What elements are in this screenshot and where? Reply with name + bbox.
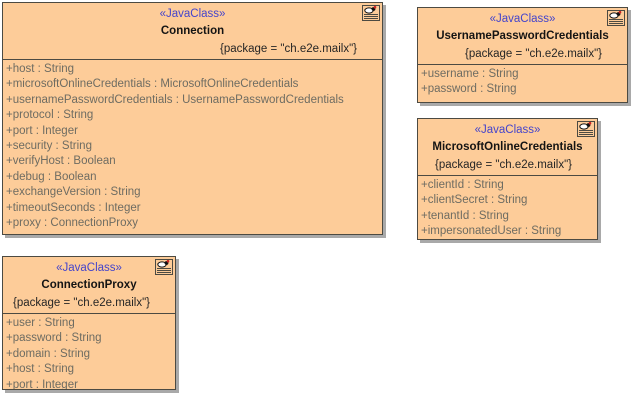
package-annotation: {package = "ch.e2e.mailx"} — [435, 159, 572, 171]
attribute-item[interactable]: +username : String — [421, 68, 519, 80]
attribute-item[interactable]: +clientId : String — [421, 179, 504, 191]
class-box-microsoft-online-credentials[interactable]: «JavaClass» MicrosoftOnlineCredentials {… — [417, 118, 598, 240]
attributes-compartment: +username : String +password : String — [418, 65, 627, 98]
attribute-item[interactable]: +user : String — [6, 317, 75, 329]
attributes-compartment: +user : String +password : String +domai… — [3, 314, 175, 390]
class-header: «JavaClass» MicrosoftOnlineCredentials {… — [418, 119, 597, 176]
attribute-item[interactable]: +port : Integer — [6, 378, 78, 390]
attribute-item[interactable]: +timeoutSeconds : Integer — [6, 201, 141, 214]
attribute-item[interactable]: +exchangeVersion : String — [6, 186, 141, 199]
attribute-item[interactable]: +tenantId : String — [421, 209, 509, 222]
package-annotation: {package = "ch.e2e.mailx"} — [13, 297, 150, 309]
class-stereotype: «JavaClass» — [159, 8, 226, 20]
attribute-item[interactable]: +protocol : String — [6, 109, 94, 122]
attribute-item[interactable]: +impersonatedUser : String — [421, 225, 562, 238]
attribute-item[interactable]: +host : String — [6, 363, 75, 376]
class-compartment-icon — [362, 5, 380, 21]
attribute-item[interactable]: +host : String — [6, 63, 75, 75]
attribute-item[interactable]: +debug : Boolean — [6, 170, 97, 183]
attributes-compartment: +clientId : String +clientSecret : Strin… — [418, 176, 597, 239]
class-header: «JavaClass» Connection {package = "ch.e2… — [3, 3, 382, 60]
attribute-item[interactable]: +port : Integer — [6, 124, 78, 137]
class-compartment-icon — [577, 121, 595, 137]
class-stereotype: «JavaClass» — [489, 13, 556, 25]
attribute-item[interactable]: +proxy : ConnectionProxy — [6, 217, 138, 230]
class-box-connection-proxy[interactable]: «JavaClass» ConnectionProxy {package = "… — [2, 256, 176, 390]
class-stereotype: «JavaClass» — [56, 262, 122, 274]
attributes-compartment: +host : String +microsoftOnlineCredentia… — [3, 60, 382, 231]
class-name: MicrosoftOnlineCredentials — [432, 141, 583, 153]
class-compartment-icon — [155, 259, 173, 275]
attribute-item[interactable]: +domain : String — [6, 347, 91, 360]
attribute-item[interactable]: +password : String — [421, 83, 517, 96]
class-header: «JavaClass» ConnectionProxy {package = "… — [3, 257, 175, 314]
attribute-item[interactable]: +clientSecret : String — [421, 194, 528, 207]
class-box-username-password-credentials[interactable]: «JavaClass» UsernamePasswordCredentials … — [417, 7, 628, 103]
class-box-connection[interactable]: «JavaClass» Connection {package = "ch.e2… — [2, 2, 383, 235]
class-name: ConnectionProxy — [41, 279, 137, 291]
class-name: Connection — [160, 25, 225, 37]
attribute-item[interactable]: +password : String — [6, 332, 102, 345]
attribute-item[interactable]: +usernamePasswordCredentials : UsernameP… — [6, 93, 344, 106]
attribute-item[interactable]: +verifyHost : Boolean — [6, 155, 116, 168]
package-annotation: {package = "ch.e2e.mailx"} — [465, 48, 602, 60]
class-compartment-icon — [607, 10, 625, 26]
attribute-item[interactable]: +microsoftOnlineCredentials : MicrosoftO… — [6, 78, 299, 91]
package-annotation: {package = "ch.e2e.mailx"} — [220, 43, 357, 55]
attribute-item[interactable]: +security : String — [6, 140, 92, 153]
class-header: «JavaClass» UsernamePasswordCredentials … — [418, 8, 627, 65]
class-stereotype: «JavaClass» — [474, 124, 541, 136]
class-name: UsernamePasswordCredentials — [436, 30, 609, 42]
